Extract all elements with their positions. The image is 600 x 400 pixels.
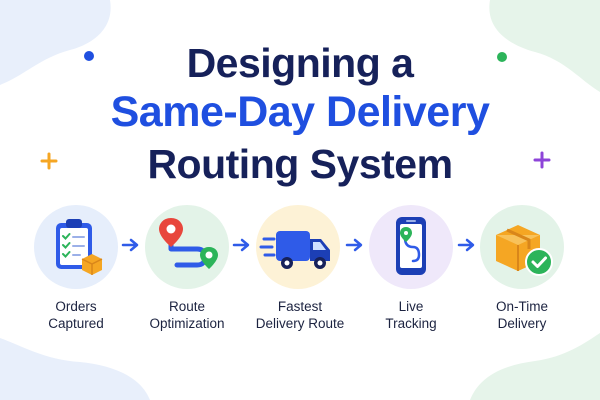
decorative-dot-blue — [84, 51, 94, 61]
phone-tracking-icon — [396, 217, 426, 275]
route-pins-icon — [159, 218, 218, 269]
clipboard-checklist-icon — [56, 219, 103, 275]
title-line-1: Designing a — [186, 40, 414, 86]
package-check-icon — [496, 225, 553, 276]
corner-blob-top-right — [489, 0, 600, 92]
step-label-orders-captured: Orders Captured — [48, 299, 104, 331]
decorative-plus-purple — [533, 151, 551, 169]
arrow-right-icon — [121, 238, 139, 252]
arrow-right-icon — [232, 238, 250, 252]
corner-blob-bottom-right — [470, 333, 600, 400]
title-line-2: Same-Day Delivery — [110, 88, 490, 136]
decorative-dot-green — [497, 52, 507, 62]
step-label-fastest-delivery-route: Fastest Delivery Route — [255, 299, 345, 331]
arrow-right-icon — [457, 238, 475, 252]
arrow-right-icon — [345, 238, 363, 252]
title-line-3: Routing System — [147, 141, 453, 187]
corner-blob-top-left — [0, 0, 111, 85]
step-route-optimization — [145, 205, 229, 289]
step-label-route-optimization: Route Optimization — [149, 299, 225, 331]
step-fastest-delivery-route — [256, 205, 340, 289]
decorative-plus-orange — [40, 152, 58, 170]
step-live-tracking — [369, 205, 453, 289]
delivery-truck-icon — [259, 231, 330, 269]
step-on-time-delivery — [480, 205, 564, 289]
step-orders-captured — [34, 205, 118, 289]
step-label-on-time-delivery: On-Time Delivery — [495, 299, 548, 331]
step-label-live-tracking: Live Tracking — [385, 299, 437, 331]
corner-blob-bottom-left — [0, 338, 150, 400]
